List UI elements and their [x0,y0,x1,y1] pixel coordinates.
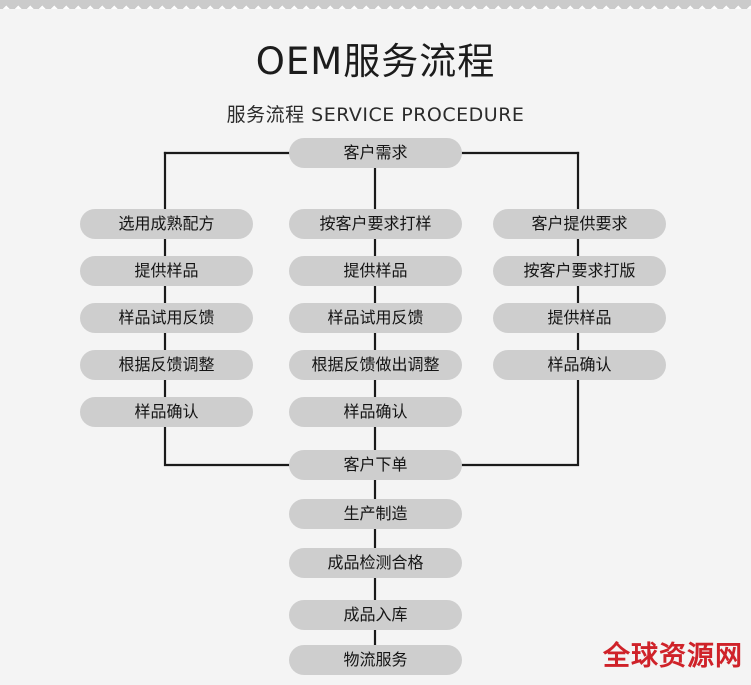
connector-right-to-merge [460,378,580,467]
flow-node-left-3[interactable]: 样品试用反馈 [80,303,253,333]
zigzag-base-cover [0,9,751,13]
flow-node-mid-3[interactable]: 样品试用反馈 [289,303,462,333]
flow-node-left-5[interactable]: 样品确认 [80,397,253,427]
flow-node-right-3[interactable]: 提供样品 [493,303,666,333]
page-title: OEM服务流程 [255,40,496,83]
flow-node-mid-1[interactable]: 按客户要求打样 [289,209,462,239]
site-watermark: 全球资源网 [603,641,743,672]
flow-node-left-1[interactable]: 选用成熟配方 [80,209,253,239]
flow-node-tail-4[interactable]: 物流服务 [289,645,462,675]
flow-node-merge[interactable]: 客户下单 [289,450,462,480]
flow-node-left-4[interactable]: 根据反馈调整 [80,350,253,380]
flow-node-tail-1[interactable]: 生产制造 [289,499,462,529]
flow-node-right-2[interactable]: 按客户要求打版 [493,256,666,286]
decorative-zigzag-border [0,0,751,11]
flow-node-tail-2[interactable]: 成品检测合格 [289,548,462,578]
flow-node-mid-4[interactable]: 根据反馈做出调整 [289,350,462,380]
flow-node-mid-5[interactable]: 样品确认 [289,397,462,427]
flow-node-start[interactable]: 客户需求 [289,138,462,168]
flow-node-mid-2[interactable]: 提供样品 [289,256,462,286]
page-subtitle: 服务流程 SERVICE PROCEDURE [226,104,525,126]
flow-node-left-2[interactable]: 提供样品 [80,256,253,286]
connector-left-to-merge [163,425,291,467]
flow-node-tail-3[interactable]: 成品入库 [289,600,462,630]
flow-node-right-4[interactable]: 样品确认 [493,350,666,380]
flow-node-right-1[interactable]: 客户提供要求 [493,209,666,239]
